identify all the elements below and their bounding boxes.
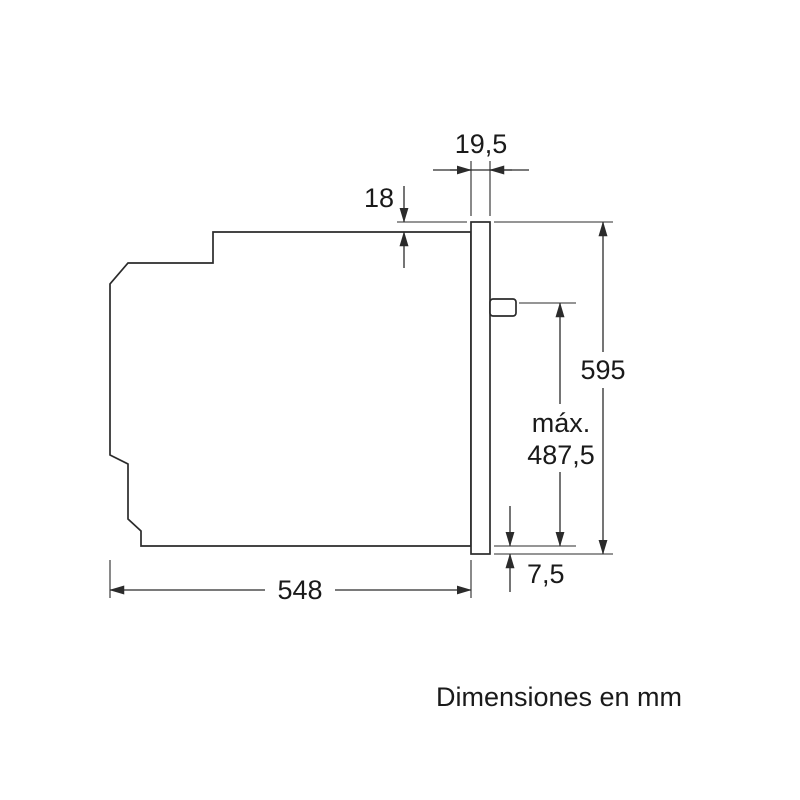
dim-body-depth: 548 [109, 560, 472, 608]
hinge-knob [489, 298, 517, 317]
dim-body-depth-label: 548 [277, 575, 322, 605]
dim-max-height: máx. 487,5 [494, 302, 602, 547]
dim-max-height-label: 487,5 [527, 440, 595, 470]
label-background [572, 352, 634, 388]
units-caption: Dimensiones en mm [436, 682, 682, 712]
label-background [265, 572, 335, 608]
oven-front-panel [470, 221, 491, 555]
dim-front-overhang: 19,5 [433, 129, 529, 216]
dim-max-prefix-label: máx. [532, 408, 591, 438]
dim-total-height: 595 [494, 221, 634, 555]
dim-bottom-overhang: 7,5 [505, 506, 565, 592]
dim-front-overhang-label: 19,5 [455, 129, 508, 159]
dim-bottom-overhang-label: 7,5 [527, 559, 565, 589]
oven-body-outline [109, 231, 472, 547]
dim-top-overhang: 18 [364, 183, 467, 268]
label-background [520, 404, 602, 472]
dim-total-height-label: 595 [580, 355, 625, 385]
dim-top-overhang-label: 18 [364, 183, 394, 213]
